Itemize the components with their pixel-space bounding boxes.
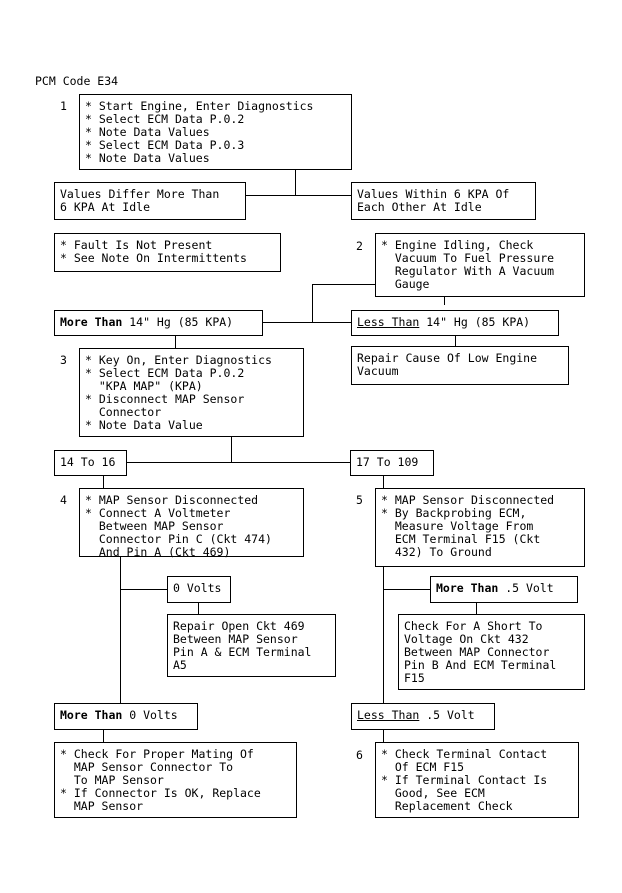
threshold-text: 14" Hg (85 KPA) xyxy=(122,315,234,329)
repair-open-line: Pin A & ECM Terminal xyxy=(173,645,312,659)
repair-vacuum-line: Vacuum xyxy=(357,364,399,378)
fault-not-present-box: * Fault Is Not Present * See Note On Int… xyxy=(54,233,281,272)
range-14-16-box: 14 To 16 xyxy=(54,450,127,476)
step2-line: Regulator With A Vacuum xyxy=(381,264,555,278)
check-short-line: Voltage On Ckt 432 xyxy=(404,632,529,646)
step3-line: * Key On, Enter Diagnostics xyxy=(85,353,272,367)
check-mating-line: To MAP Sensor xyxy=(60,773,164,787)
step1-line: * Note Data Values xyxy=(85,151,210,165)
step1-line: * Select ECM Data P.0.2 xyxy=(85,112,245,126)
check-short-line: Between MAP Connector xyxy=(404,645,550,659)
less-than-label: Less Than xyxy=(357,315,420,329)
step6-line: * If Terminal Contact Is xyxy=(381,773,548,787)
threshold-text: 14" Hg (85 KPA) xyxy=(419,315,531,329)
check-short-line: Pin B And ECM Terminal xyxy=(404,658,557,672)
check-mating-line: * Check For Proper Mating Of xyxy=(60,747,254,761)
step4-line: * Connect A Voltmeter xyxy=(85,506,231,520)
more-than-half-volt-box: More Than .5 Volt xyxy=(430,576,578,603)
step-number-6: 6 xyxy=(356,748,363,762)
step4-line: Connector Pin C (Ckt 474) xyxy=(85,532,272,546)
fault-line: * Fault Is Not Present xyxy=(60,238,213,252)
step4-line: Between MAP Sensor xyxy=(85,519,224,533)
step2-line: Gauge xyxy=(381,277,430,291)
step6-line: * Check Terminal Contact xyxy=(381,747,548,761)
step2-line: * Engine Idling, Check xyxy=(381,238,534,252)
step1-line: * Select ECM Data P.0.3 xyxy=(85,138,245,152)
step6-line: Replacement Check xyxy=(381,799,513,813)
step-number-1: 1 xyxy=(60,99,67,113)
step5-box: * MAP Sensor Disconnected * By Backprobi… xyxy=(375,488,585,567)
check-mating-line: MAP Sensor xyxy=(60,799,144,813)
step2-box: * Engine Idling, Check Vacuum To Fuel Pr… xyxy=(375,233,585,297)
threshold-text: .5 Volt xyxy=(498,581,554,595)
step6-line: Good, See ECM xyxy=(381,786,485,800)
less-than-14-box: Less Than 14" Hg (85 KPA) xyxy=(351,310,559,336)
step1-line: * Note Data Values xyxy=(85,125,210,139)
repair-vacuum-line: Repair Cause Of Low Engine xyxy=(357,351,538,365)
step6-line: Of ECM F15 xyxy=(381,760,465,774)
range-label: 17 To 109 xyxy=(356,455,419,469)
step-number-2: 2 xyxy=(356,239,363,253)
check-mating-line: * If Connector Is OK, Replace xyxy=(60,786,261,800)
step5-line: * By Backprobing ECM, xyxy=(381,506,527,520)
repair-open-line: Repair Open Ckt 469 xyxy=(173,619,305,633)
check-short-box: Check For A Short To Voltage On Ckt 432 … xyxy=(398,614,585,690)
check-short-line: F15 xyxy=(404,671,425,685)
zero-volts-label: 0 Volts xyxy=(173,581,222,595)
step3-line: "KPA MAP" (KPA) xyxy=(85,379,203,393)
step6-box: * Check Terminal Contact Of ECM F15 * If… xyxy=(375,742,579,818)
step2-line: Vacuum To Fuel Pressure xyxy=(381,251,555,265)
step3-box: * Key On, Enter Diagnostics * Select ECM… xyxy=(79,348,304,437)
step5-line: Measure Voltage From xyxy=(381,519,534,533)
step4-line: * MAP Sensor Disconnected xyxy=(85,493,259,507)
values-differ-line: 6 KPA At Idle xyxy=(60,200,151,214)
step5-line: * MAP Sensor Disconnected xyxy=(381,493,555,507)
page-title: PCM Code E34 xyxy=(35,74,119,88)
check-mating-box: * Check For Proper Mating Of MAP Sensor … xyxy=(54,742,297,818)
step3-line: * Select ECM Data P.0.2 xyxy=(85,366,245,380)
step-number-3: 3 xyxy=(60,353,67,367)
more-than-label: More Than xyxy=(436,581,499,595)
more-than-label: More Than xyxy=(60,315,123,329)
step4-line: And Pin A (Ckt 469) xyxy=(85,545,231,559)
fault-line: * See Note On Intermittents xyxy=(60,251,247,265)
values-differ-line: Values Differ More Than xyxy=(60,187,220,201)
values-within-box: Values Within 6 KPA Of Each Other At Idl… xyxy=(351,182,536,220)
more-than-14-box: More Than 14" Hg (85 KPA) xyxy=(54,310,263,336)
step1-line: * Start Engine, Enter Diagnostics xyxy=(85,99,314,113)
step1-box: * Start Engine, Enter Diagnostics * Sele… xyxy=(79,94,352,170)
range-label: 14 To 16 xyxy=(60,455,116,469)
step4-box: * MAP Sensor Disconnected * Connect A Vo… xyxy=(79,488,304,559)
values-differ-box: Values Differ More Than 6 KPA At Idle xyxy=(54,182,246,220)
more-than-zero-volts-box: More Than 0 Volts xyxy=(54,703,198,730)
step3-line: Connector xyxy=(85,405,162,419)
values-within-line: Each Other At Idle xyxy=(357,200,482,214)
step3-line: * Disconnect MAP Sensor xyxy=(85,392,245,406)
zero-volts-box: 0 Volts xyxy=(167,576,231,603)
threshold-text: 0 Volts xyxy=(122,708,178,722)
step-number-4: 4 xyxy=(60,493,67,507)
less-than-label: Less Than xyxy=(357,708,420,722)
range-17-109-box: 17 To 109 xyxy=(350,450,434,476)
less-than-half-volt-box: Less Than .5 Volt xyxy=(351,703,495,730)
check-mating-line: MAP Sensor Connector To xyxy=(60,760,234,774)
repair-open-line: Between MAP Sensor xyxy=(173,632,298,646)
step5-line: ECM Terminal F15 (Ckt xyxy=(381,532,541,546)
values-within-line: Values Within 6 KPA Of xyxy=(357,187,510,201)
step5-line: 432) To Ground xyxy=(381,545,492,559)
repair-vacuum-box: Repair Cause Of Low Engine Vacuum xyxy=(351,346,569,385)
step3-line: * Note Data Value xyxy=(85,418,203,432)
check-short-line: Check For A Short To xyxy=(404,619,543,633)
repair-open-box: Repair Open Ckt 469 Between MAP Sensor P… xyxy=(167,614,336,677)
more-than-label: More Than xyxy=(60,708,123,722)
repair-open-line: A5 xyxy=(173,658,187,672)
step-number-5: 5 xyxy=(356,493,363,507)
threshold-text: .5 Volt xyxy=(419,708,475,722)
